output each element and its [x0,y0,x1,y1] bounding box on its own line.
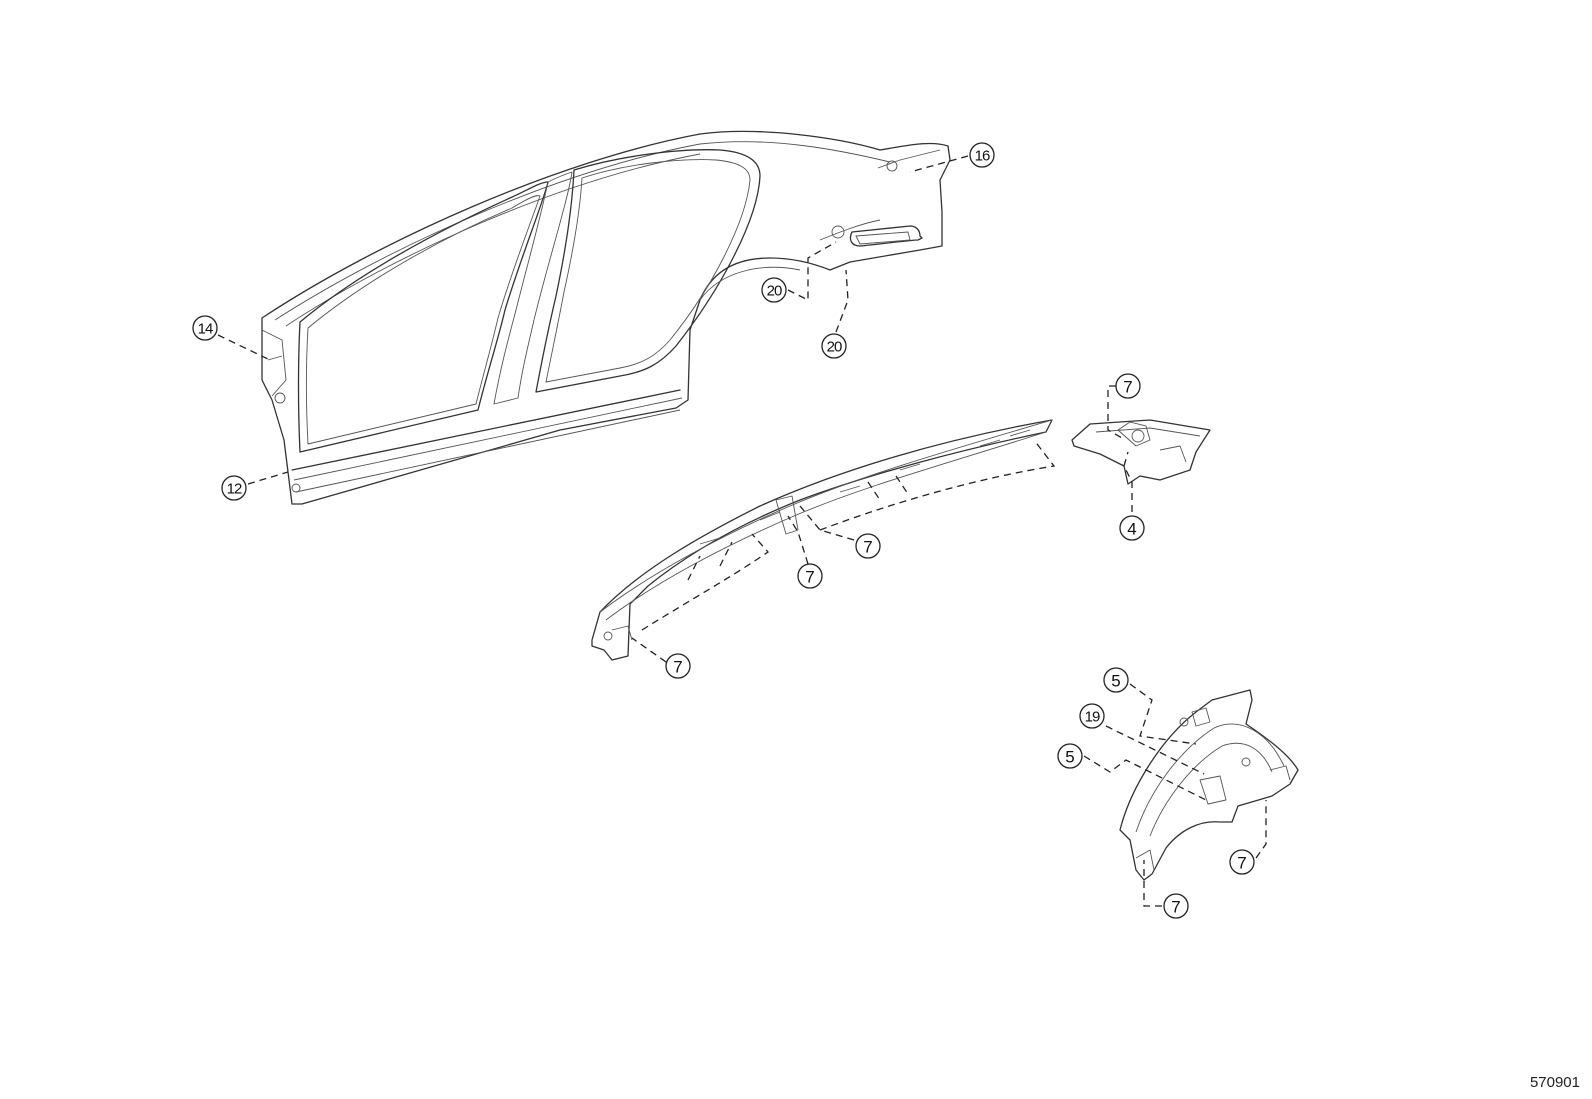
callout-circle [221,475,247,501]
callout-5: 5 [1057,743,1083,769]
callout-circle [665,653,691,679]
leader-7e [1255,800,1267,859]
callouts: 14 12 16 20 20 7 4 7 7 7 5 19 5 7 7 [192,142,1255,919]
leader-7d [631,637,667,663]
callout-number: 20 [767,283,782,300]
leader-7b [799,505,855,541]
callout-circle [1115,373,1141,399]
callout-number: 4 [1127,520,1136,539]
callout-number: 20 [827,339,842,356]
body-side-outer-panel [261,130,951,505]
leader-7c [787,515,809,565]
callout-7: 7 [665,653,691,679]
callout-7: 7 [1163,893,1189,919]
leader-5b [1083,755,1207,801]
callout-number: 7 [863,538,872,557]
leader-lines [217,155,1267,907]
callout-circle [969,142,995,168]
callout-number: 7 [1123,378,1132,397]
reference-code: 570901 [1529,1074,1580,1091]
callout-circle [855,533,881,559]
callout-4: 4 [1119,515,1145,541]
callout-20: 20 [761,277,787,303]
callout-16: 16 [969,142,995,168]
callout-circle [821,333,847,359]
callout-circle [1103,667,1129,693]
leader-5a [1129,683,1197,745]
callout-number: 7 [1237,854,1246,873]
callout-circle [1057,743,1083,769]
rear-pillar-bracket [1071,419,1211,485]
callout-number: 7 [805,568,814,587]
callout-number: 16 [975,148,990,165]
leader-7a [1107,385,1123,439]
leader-4 [1123,451,1133,512]
callout-12: 12 [221,475,247,501]
callout-number: 19 [1085,709,1100,726]
callout-number: 7 [1171,898,1180,917]
callout-circle [192,315,218,341]
callout-circle [797,563,823,589]
leader-7b3 [867,475,909,501]
callout-5: 5 [1103,667,1129,693]
callout-7: 7 [1229,849,1255,875]
callout-number: 7 [673,658,682,677]
leader-7d3 [687,541,733,581]
callout-19: 19 [1079,703,1105,729]
leader-20a [787,241,837,302]
wheel-house-inner-panel [1119,689,1299,881]
callout-14: 14 [192,315,218,341]
callout-circle [1119,515,1145,541]
roof-side-inner-rail [591,419,1053,661]
callout-7: 7 [797,563,823,589]
callout-number: 5 [1111,672,1120,691]
callout-7: 7 [855,533,881,559]
leader-7b2 [819,439,1056,531]
callout-circle [761,277,787,303]
callout-7: 7 [1115,373,1141,399]
leader-14 [217,334,271,361]
callout-number: 5 [1065,748,1074,767]
callout-circle [1163,893,1189,919]
leader-12 [247,471,289,485]
callout-number: 12 [227,481,242,498]
callout-20: 20 [821,333,847,359]
callout-circle [1229,849,1255,875]
callout-circle [1079,703,1105,729]
leader-7d2 [641,533,769,631]
leader-7f [1143,860,1162,907]
leader-19 [1105,725,1205,775]
leader-20b [835,269,849,333]
callout-number: 14 [198,321,213,338]
leader-16 [909,155,969,173]
